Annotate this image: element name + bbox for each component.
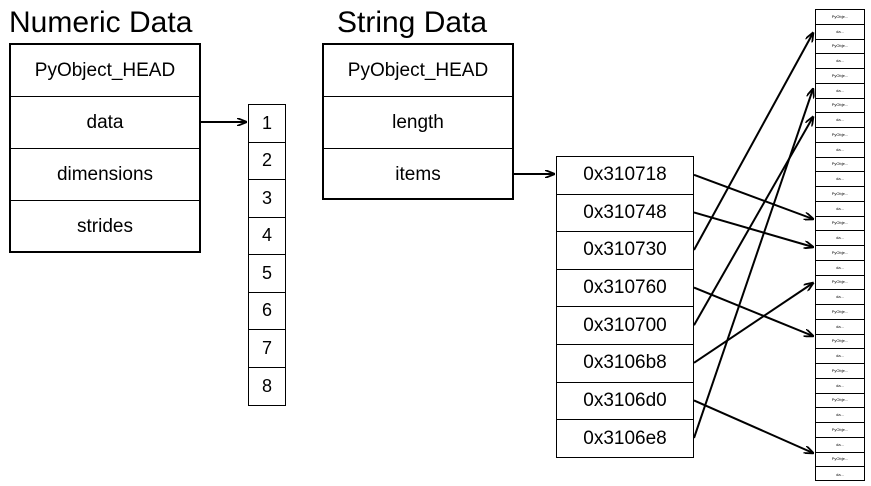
- heap-object-header: PyObje...: [816, 364, 864, 379]
- string-object-arrow: [693, 89, 813, 439]
- string-data-title: String Data: [337, 6, 488, 39]
- heap-object-header: PyObje...: [816, 10, 864, 25]
- string-field-length: length: [324, 97, 512, 149]
- heap-memory-column: PyObje...da...PyObje...da...PyObje...da.…: [815, 9, 865, 481]
- heap-object-data: da...: [816, 113, 864, 128]
- string-object-arrow: [693, 286, 813, 336]
- pointer-cell: 0x310748: [557, 195, 693, 233]
- heap-object-header: PyObje...: [816, 423, 864, 438]
- numeric-field-data: data: [11, 97, 199, 149]
- string-object-arrow: [693, 283, 813, 364]
- pointer-cell: 0x310760: [557, 270, 693, 308]
- string-object-arrow: [693, 117, 813, 326]
- pointer-cell: 0x310718: [557, 157, 693, 195]
- heap-object-data: da...: [816, 231, 864, 246]
- pointer-cell: 0x3106b8: [557, 345, 693, 383]
- heap-object-data: da...: [816, 320, 864, 335]
- heap-object-header: PyObje...: [816, 394, 864, 409]
- heap-object-data: da...: [836, 471, 844, 477]
- array-cell: 4: [249, 218, 285, 255]
- string-object-arrow: [693, 33, 813, 251]
- pointer-array: 0x310718 0x310748 0x310730 0x310760 0x31…: [556, 156, 694, 458]
- array-cell: 7: [249, 330, 285, 368]
- heap-object-data: da...: [816, 408, 864, 423]
- string-field-pyobject-head: PyObject_HEAD: [324, 45, 512, 97]
- numeric-data-title: Numeric Data: [9, 6, 193, 39]
- heap-object-data: da...: [816, 438, 864, 453]
- heap-object-header: PyObje...: [816, 128, 864, 143]
- heap-object-header: PyObje...: [816, 276, 864, 291]
- heap-object-header: PyObje...: [816, 335, 864, 350]
- heap-object-data: da...: [816, 84, 864, 99]
- heap-object-header: PyObje...: [816, 158, 864, 173]
- heap-object-header: PyObje...: [816, 246, 864, 261]
- numeric-field-dimensions: dimensions: [11, 149, 199, 201]
- heap-object-data: da...: [816, 349, 864, 364]
- array-cell: 2: [249, 143, 285, 180]
- heap-object-data: da...: [816, 25, 864, 40]
- string-object-arrow: [693, 173, 813, 219]
- heap-object-header: PyObje...: [816, 40, 864, 55]
- heap-object-header: PyObje...: [816, 187, 864, 202]
- numeric-struct: PyObject_HEAD data dimensions strides: [9, 43, 201, 253]
- string-object-arrow: [693, 211, 813, 247]
- heap-object-data: da...: [816, 261, 864, 276]
- numeric-field-pyobject-head: PyObject_HEAD: [11, 45, 199, 97]
- array-cell: 8: [261, 375, 272, 396]
- heap-object-data: da...: [816, 172, 864, 187]
- heap-object-header: PyObje...: [816, 305, 864, 320]
- heap-object-data: da...: [816, 290, 864, 305]
- numeric-field-strides: strides: [77, 216, 133, 237]
- heap-object-data: da...: [816, 379, 864, 394]
- pointer-cell: 0x3106d0: [557, 383, 693, 421]
- array-cell: 5: [249, 255, 285, 293]
- heap-object-header: PyObje...: [816, 453, 864, 468]
- heap-object-data: da...: [816, 54, 864, 69]
- pointer-cell: 0x310700: [557, 307, 693, 345]
- heap-object-header: PyObje...: [816, 217, 864, 232]
- pointer-cell: 0x3106e8: [583, 427, 667, 449]
- heap-object-header: PyObje...: [816, 99, 864, 114]
- string-struct: PyObject_HEAD length items: [322, 43, 514, 200]
- string-object-arrow: [693, 399, 813, 453]
- array-cell: 6: [249, 293, 285, 330]
- heap-object-data: da...: [816, 202, 864, 217]
- array-cell: 3: [249, 180, 285, 218]
- heap-object-header: PyObje...: [816, 69, 864, 84]
- heap-object-data: da...: [816, 143, 864, 158]
- pointer-cell: 0x310730: [557, 232, 693, 270]
- string-field-items: items: [395, 164, 441, 185]
- array-cell: 1: [249, 105, 285, 143]
- numeric-array: 1 2 3 4 5 6 7 8: [248, 104, 286, 406]
